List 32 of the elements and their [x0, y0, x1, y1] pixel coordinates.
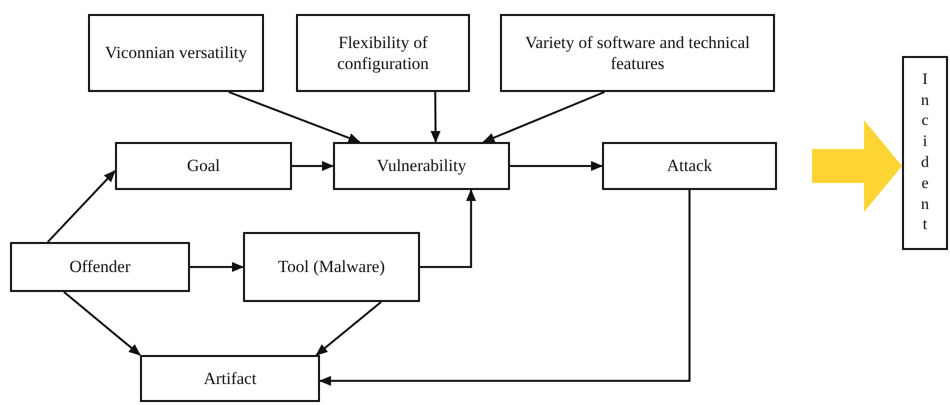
process-box	[10, 242, 190, 292]
box-label: Offender	[69, 256, 131, 278]
arrow	[190, 262, 244, 272]
process-box	[140, 355, 320, 402]
process-box	[243, 232, 420, 302]
process-box	[296, 14, 470, 92]
process-box	[500, 14, 775, 92]
block-arrow	[812, 120, 902, 212]
box-label: Attack	[666, 155, 712, 177]
arrow	[47, 170, 116, 243]
arrow	[510, 161, 603, 171]
arrow	[63, 291, 141, 356]
arrow	[316, 301, 382, 356]
process-box	[333, 142, 510, 190]
box-label: Vulnerability	[376, 155, 466, 177]
box-label: Goal	[186, 155, 220, 177]
process-box	[602, 142, 777, 190]
process-box	[115, 142, 292, 190]
box-label: Artifact	[204, 368, 256, 390]
arrow	[319, 190, 690, 386]
arrow	[292, 161, 334, 171]
box-label: Viconnian versatility	[104, 42, 248, 64]
arrow	[430, 92, 441, 143]
process-box	[88, 14, 264, 92]
arrow	[420, 189, 476, 268]
box-label: Tool (Malware)	[278, 256, 385, 278]
arrow	[482, 91, 605, 143]
arrow	[228, 91, 360, 143]
box-label: Flexibility of configuration	[336, 32, 430, 74]
box-label: Incident	[920, 70, 930, 236]
box-label: Variety of software and technical features	[524, 32, 751, 74]
process-box	[902, 56, 948, 250]
